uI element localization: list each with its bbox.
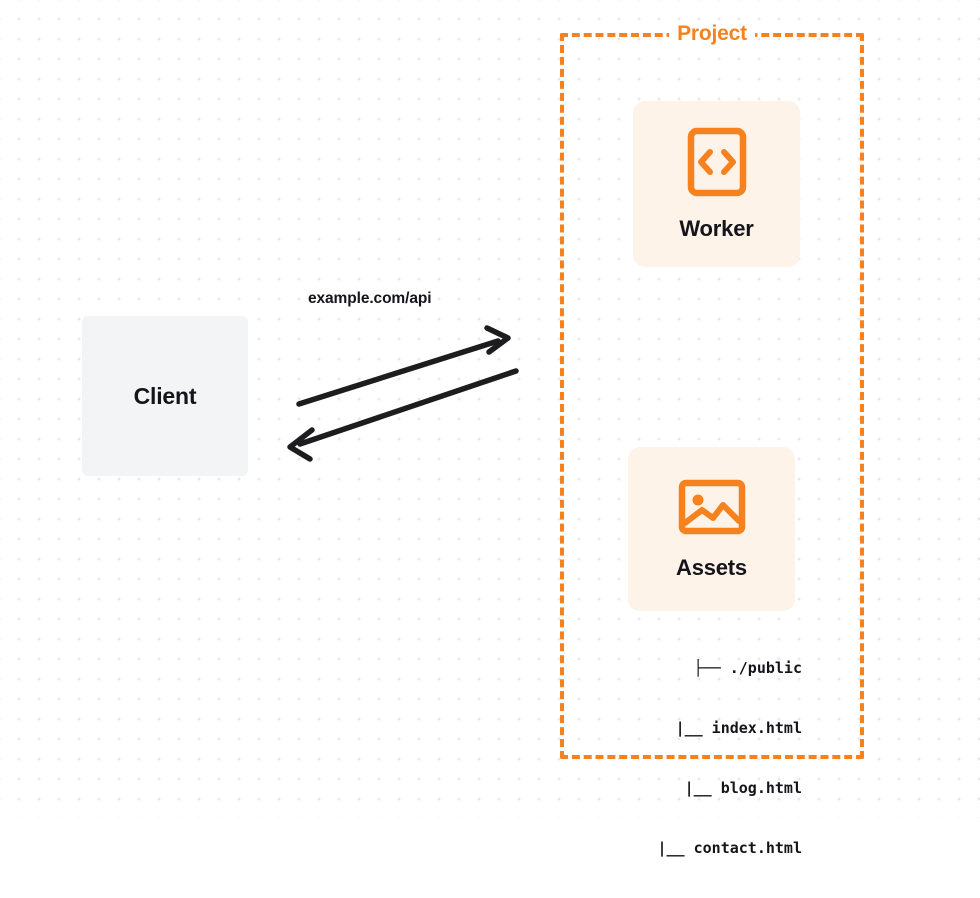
request-arrow bbox=[296, 325, 511, 407]
image-icon bbox=[678, 478, 746, 541]
tree-row: |__ index.html bbox=[675, 719, 802, 737]
assets-card[interactable]: Assets bbox=[628, 447, 795, 611]
worker-card[interactable]: Worker bbox=[633, 101, 800, 267]
client-node[interactable]: Client bbox=[82, 316, 248, 476]
assets-label: Assets bbox=[676, 554, 747, 580]
tree-row: ├── ./public bbox=[693, 659, 802, 677]
tree-row: |__ contact.html bbox=[657, 839, 803, 857]
code-brackets-icon bbox=[687, 127, 747, 202]
tree-row: |__ blog.html bbox=[684, 779, 802, 797]
client-label: Client bbox=[133, 382, 197, 409]
connection-label: example.com/api bbox=[308, 290, 432, 307]
diagram-canvas: Client example.com/api Project Worker bbox=[0, 0, 980, 857]
project-container: Project bbox=[560, 22, 864, 759]
asset-file-tree: ├── ./public |__ index.html |__ blog.htm… bbox=[604, 618, 803, 898]
worker-label: Worker bbox=[679, 215, 754, 241]
project-title: Project bbox=[669, 22, 755, 46]
response-arrow bbox=[287, 368, 519, 462]
